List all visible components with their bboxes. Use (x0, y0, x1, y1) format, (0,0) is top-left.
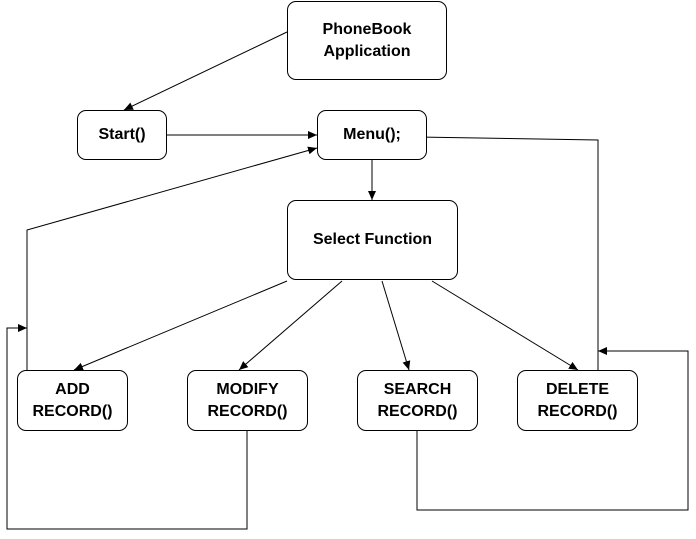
node-start-label: Start() (98, 126, 146, 143)
node-menu[interactable]: Menu(); (317, 110, 427, 160)
node-start[interactable]: Start() (77, 110, 167, 160)
node-search-record[interactable]: SEARCH RECORD() (357, 370, 478, 431)
node-delete-record[interactable]: DELETE RECORD() (517, 370, 638, 431)
node-add-record-label: ADD RECORD() (32, 380, 113, 420)
edge-delete-to-menu (416, 133, 599, 370)
node-select-function-label: Select Function (312, 231, 433, 248)
node-phonebook-application[interactable]: PhoneBook Application (287, 1, 447, 80)
edge-select-to-search (381, 280, 411, 371)
node-menu-label: Menu(); (343, 126, 401, 143)
node-search-record-label: SEARCH RECORD() (377, 380, 458, 420)
node-modify-record[interactable]: MODIFY RECORD() (187, 370, 308, 431)
edge-select-to-modify (238, 280, 343, 371)
node-delete-record-label: DELETE RECORD() (537, 380, 618, 420)
edge-modify-to-add (6, 324, 248, 530)
edge-app-to-start (123, 31, 288, 111)
edge-search-to-delete (416, 347, 689, 511)
node-add-record[interactable]: ADD RECORD() (17, 370, 128, 431)
node-select-function[interactable]: Select Function (287, 200, 458, 280)
node-modify-record-label: MODIFY RECORD() (207, 380, 288, 420)
edge-add-to-menu (26, 146, 318, 370)
node-phonebook-application-label: PhoneBook Application (322, 20, 412, 60)
edge-select-to-add (73, 280, 288, 371)
edge-select-to-delete (431, 280, 579, 371)
